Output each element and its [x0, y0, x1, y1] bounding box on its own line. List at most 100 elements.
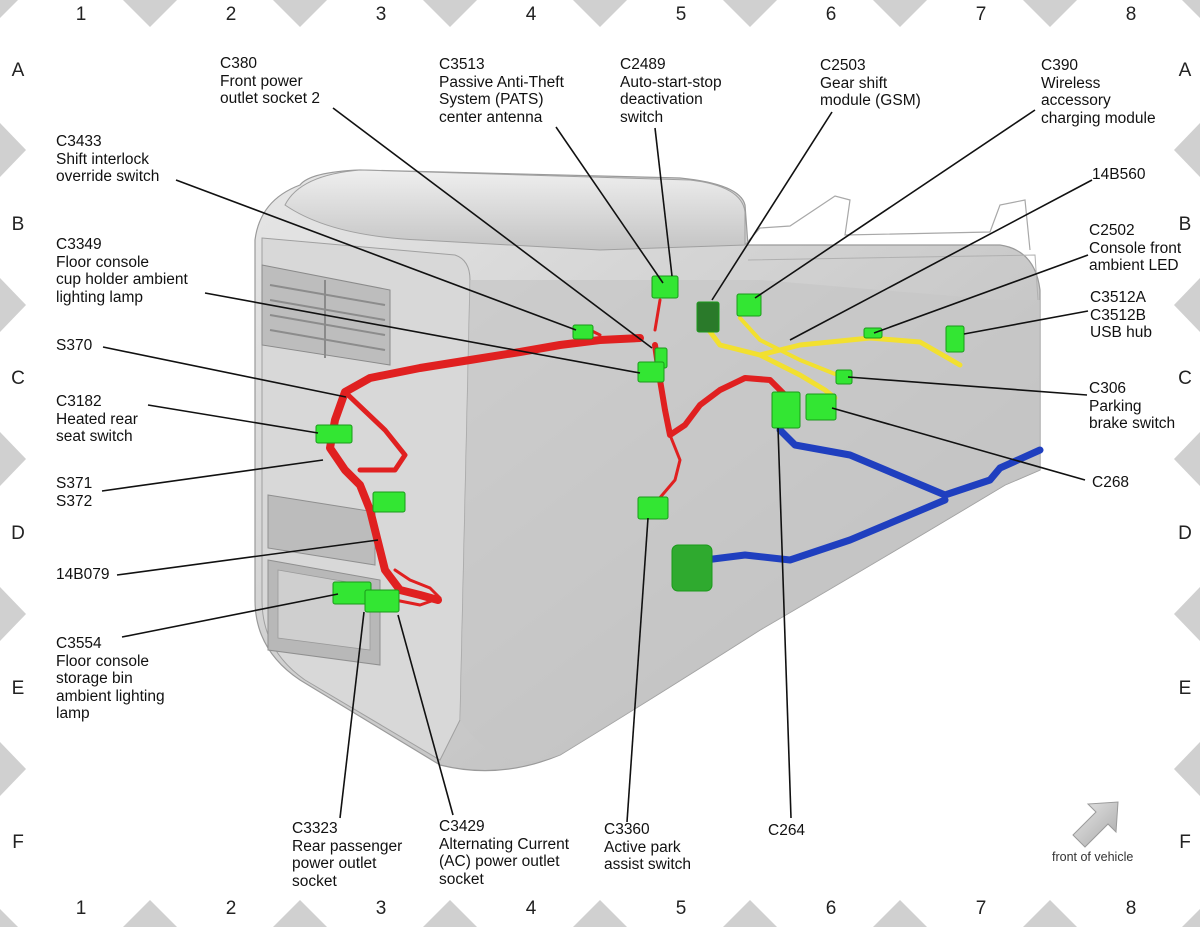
callout-id: S371	[56, 475, 93, 492]
callout-id: C2503	[820, 57, 866, 74]
callout-desc: assist switch	[604, 856, 691, 873]
grid-col-label: 4	[525, 898, 537, 919]
grid-row-label: F	[1179, 832, 1191, 853]
grid-row-label: E	[11, 678, 25, 699]
grid-row-label: D	[1178, 523, 1192, 544]
grid-col-label: 3	[375, 898, 387, 919]
callout-desc: socket	[439, 870, 484, 888]
callout-id: C3182	[56, 393, 102, 410]
grid-col-label: 1	[75, 898, 87, 919]
callout-desc: System (PATS)	[439, 91, 544, 108]
leader-lines	[101, 107, 1093, 823]
callout-desc: Passive Anti-Theft	[439, 73, 564, 91]
callout-desc: ambient LED	[1089, 257, 1179, 274]
callout-desc: storage bin	[56, 670, 133, 687]
front-arrow-icon	[1072, 801, 1119, 848]
grid-col-label: 7	[975, 898, 987, 919]
callout-c390: C390 Wireless accessory charging module	[1041, 57, 1156, 127]
callout-desc: Gear shift	[820, 74, 888, 92]
callout-desc: Rear passenger	[292, 837, 403, 855]
callout-desc: Floor console	[56, 652, 150, 670]
callout-desc: cup holder ambient	[56, 271, 188, 288]
grid-col-label: 6	[825, 898, 837, 919]
callout-desc: switch	[620, 108, 664, 126]
callout-desc: override switch	[56, 168, 160, 185]
callout-c3433: C3433 Shift interlock override switch	[56, 133, 159, 186]
grid-row-label: B	[11, 214, 25, 235]
callout-14b560: 14B560	[1092, 166, 1145, 184]
grid-col-label: 5	[675, 898, 687, 919]
callout-id: C264	[768, 822, 806, 839]
callout-id: C3349	[56, 236, 102, 253]
wire-harnesses	[326, 298, 1044, 607]
callout-desc: (AC) power outlet	[439, 853, 560, 870]
grid-row-label: F	[12, 832, 24, 853]
grid-col-label: 2	[225, 4, 237, 25]
callout-c264: C264	[768, 822, 805, 840]
callout-c306: C306 Parking brake switch	[1089, 380, 1175, 433]
callout-c3512: C3512A C3512B USB hub	[1090, 289, 1152, 342]
grid-row-label: A	[1178, 60, 1192, 81]
callout-id: C380	[220, 55, 258, 72]
grid-col-label: 6	[825, 4, 837, 25]
callout-c380: C380 Front power outlet socket 2	[220, 55, 320, 108]
callout-id: 14B560	[1092, 166, 1146, 183]
callout-desc: power outlet	[292, 855, 377, 872]
grid-row-label: C	[1178, 368, 1192, 389]
callout-id: C390	[1041, 57, 1079, 74]
callout-id: C3512B	[1090, 306, 1147, 324]
callout-c3182: C3182 Heated rear seat switch	[56, 393, 138, 446]
callout-c2503: C2503 Gear shift module (GSM)	[820, 57, 921, 110]
callout-c3554: C3554 Floor console storage bin ambient …	[56, 635, 165, 723]
grid-col-label: 8	[1125, 4, 1137, 25]
callout-id: C3512A	[1090, 289, 1147, 306]
callout-desc: Console front	[1089, 239, 1182, 257]
callout-id: C3433	[56, 133, 102, 150]
callout-desc: Alternating Current	[439, 835, 570, 853]
callout-desc: deactivation	[620, 91, 703, 108]
grid-col-label: 7	[975, 4, 987, 25]
connectors	[315, 275, 965, 613]
callout-desc: charging module	[1041, 109, 1156, 127]
callout-desc: lighting lamp	[56, 288, 144, 306]
callout-desc: seat switch	[56, 428, 133, 445]
callout-desc: Front power	[220, 72, 303, 90]
callout-s371-s372: S371 S372	[56, 475, 92, 510]
callout-desc: Shift interlock	[56, 150, 150, 168]
callout-desc: lamp	[56, 705, 90, 722]
grid-row-label: A	[11, 60, 25, 81]
callout-desc: Heated rear	[56, 410, 138, 428]
grid-row-label: B	[1178, 214, 1192, 235]
callout-desc: Auto-start-stop	[620, 73, 722, 91]
callout-desc: outlet socket 2	[220, 90, 320, 107]
callout-c2489: C2489 Auto-start-stop deactivation switc…	[620, 56, 722, 126]
callout-id: S372	[56, 492, 93, 510]
callout-desc: USB hub	[1090, 324, 1153, 341]
callout-id: C3513	[439, 56, 485, 73]
callout-desc: Wireless	[1041, 74, 1101, 92]
callout-desc: Floor console	[56, 253, 150, 271]
front-of-vehicle-label: front of vehicle	[1052, 850, 1134, 864]
callout-desc: accessory	[1041, 92, 1111, 109]
grid-row-label: E	[1178, 678, 1192, 699]
callout-14b079: 14B079	[56, 566, 109, 584]
callout-id: C3429	[439, 818, 485, 835]
callout-s370: S370	[56, 337, 92, 355]
grid-col-label: 3	[375, 4, 387, 25]
grid-col-label: 8	[1125, 898, 1137, 919]
grid-row-label: C	[11, 368, 25, 389]
callout-id: C2502	[1089, 222, 1135, 239]
callout-c3349: C3349 Floor console cup holder ambient l…	[56, 236, 188, 306]
grid-col-label: 1	[75, 4, 87, 25]
callout-c3513: C3513 Passive Anti-Theft System (PATS) c…	[439, 56, 564, 126]
callout-c3360: C3360 Active park assist switch	[604, 821, 691, 874]
callout-desc: module (GSM)	[820, 92, 921, 109]
callout-desc: Active park	[604, 838, 681, 856]
callout-id: C3323	[292, 820, 338, 837]
callout-id: C268	[1092, 474, 1130, 491]
callout-c2502: C2502 Console front ambient LED	[1089, 222, 1181, 275]
callout-id: 14B079	[56, 566, 110, 583]
grid-col-label: 4	[525, 4, 537, 25]
